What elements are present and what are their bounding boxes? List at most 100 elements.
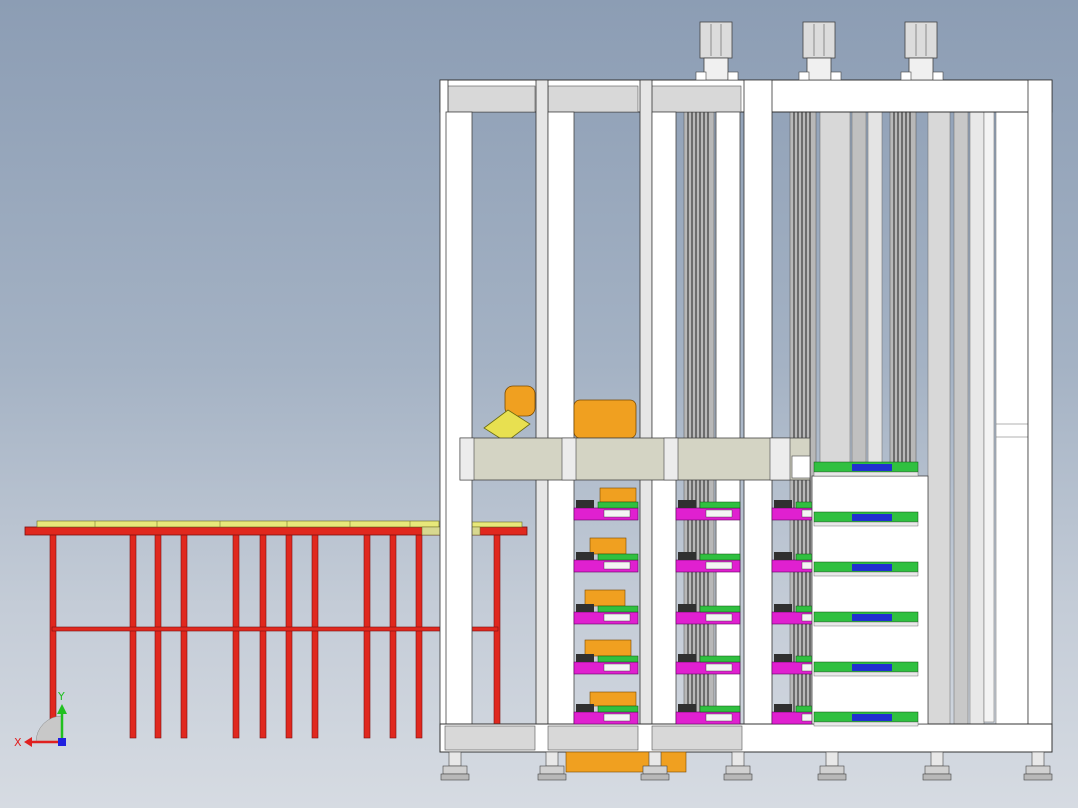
robot-gripper — [483, 409, 531, 443]
tray-green-rail — [699, 605, 741, 613]
foot-pad — [537, 773, 567, 781]
robot-body-segment — [599, 487, 637, 503]
leveling-foot — [537, 751, 567, 781]
tray-module — [675, 500, 741, 521]
tray-clamp — [774, 500, 792, 508]
tray-label-plate — [705, 509, 733, 518]
tray-clamp — [576, 704, 594, 712]
carriage-beam — [459, 437, 811, 481]
tray-green-rail — [597, 655, 639, 663]
right-tray — [813, 461, 919, 477]
tray-label-plate — [603, 509, 631, 518]
foot-pad — [640, 773, 670, 781]
foot-nut — [1025, 765, 1051, 775]
tray-module — [573, 704, 639, 725]
motor-flange — [806, 57, 832, 81]
tray-module — [573, 604, 639, 625]
tray-label-plate — [603, 713, 631, 722]
foot-pad — [922, 773, 952, 781]
foot-stem — [825, 751, 839, 767]
servo-motor — [900, 21, 944, 81]
foot-stem — [1031, 751, 1045, 767]
tray-green-rail — [699, 501, 741, 509]
right-tray-blue-block — [852, 564, 892, 571]
tray-label-plate — [705, 561, 733, 570]
tray-clamp — [678, 654, 696, 662]
robot-body-segment — [589, 691, 637, 707]
foot-stem — [930, 751, 944, 767]
foot-nut — [442, 765, 468, 775]
right-tray — [813, 561, 919, 577]
tray-green-rail — [699, 705, 741, 713]
robot-arm[interactable] — [483, 385, 687, 773]
motor-bracket — [727, 71, 739, 81]
motor-flange — [908, 57, 934, 81]
rack-feet — [440, 751, 1053, 781]
motor-bracket — [695, 71, 707, 81]
tray-green-rail — [597, 605, 639, 613]
tray-green-rail — [699, 655, 741, 663]
triad-y-label: Y — [57, 690, 65, 703]
right-tray-base — [813, 471, 919, 477]
right-tray-base — [813, 721, 919, 727]
tray-clamp — [774, 604, 792, 612]
tray-label-plate — [603, 663, 631, 672]
foot-pad — [817, 773, 847, 781]
right-tray-blue-block — [852, 714, 892, 721]
conveyor-roller-marks — [94, 521, 411, 527]
right-tray-blue-block — [852, 664, 892, 671]
motor-body — [904, 21, 938, 59]
foot-stem — [648, 751, 662, 767]
right-tray-blue-block — [852, 514, 892, 521]
tray-label-plate — [705, 713, 733, 722]
motor-bracket — [932, 71, 944, 81]
motor-bracket — [900, 71, 912, 81]
foot-nut — [725, 765, 751, 775]
right-tray-base — [813, 571, 919, 577]
foot-stem — [545, 751, 559, 767]
foot-pad — [723, 773, 753, 781]
conveyor-legs — [49, 531, 501, 739]
leveling-foot — [440, 751, 470, 781]
tray-clamp — [678, 500, 696, 508]
conveyor-crossbar — [51, 626, 499, 632]
leveling-foot — [922, 751, 952, 781]
tray-label-plate — [705, 613, 733, 622]
tray-clamp — [576, 500, 594, 508]
tray-module — [573, 654, 639, 675]
motor-flange — [703, 57, 729, 81]
tray-clamp — [576, 552, 594, 560]
conveyor-belt-end — [469, 521, 523, 528]
right-tray — [813, 511, 919, 527]
tray-clamp — [576, 604, 594, 612]
foot-nut — [642, 765, 668, 775]
robot-base — [565, 751, 687, 773]
tray-module — [675, 552, 741, 573]
tray-green-rail — [597, 553, 639, 561]
foot-nut — [819, 765, 845, 775]
right-tray — [813, 661, 919, 677]
right-tray-layer — [813, 461, 919, 727]
storage-rack-frame[interactable] — [439, 21, 1053, 781]
tray-clamp — [774, 552, 792, 560]
roller-conveyor[interactable] — [24, 520, 528, 739]
tray-module — [675, 604, 741, 625]
tray-clamp — [678, 552, 696, 560]
motor-bracket — [830, 71, 842, 81]
right-tray-blue-block — [852, 614, 892, 621]
tray-label-plate — [603, 561, 631, 570]
foot-pad — [440, 773, 470, 781]
foot-nut — [924, 765, 950, 775]
right-tray-base — [813, 521, 919, 527]
tray-clamp — [678, 604, 696, 612]
right-tray — [813, 711, 919, 727]
servo-motor-group — [695, 21, 944, 81]
foot-pad — [1023, 773, 1053, 781]
foot-stem — [448, 751, 462, 767]
foot-stem — [731, 751, 745, 767]
conveyor-belt — [36, 520, 440, 528]
tray-clamp — [576, 654, 594, 662]
coordinate-triad-icon: Y X — [14, 690, 67, 749]
